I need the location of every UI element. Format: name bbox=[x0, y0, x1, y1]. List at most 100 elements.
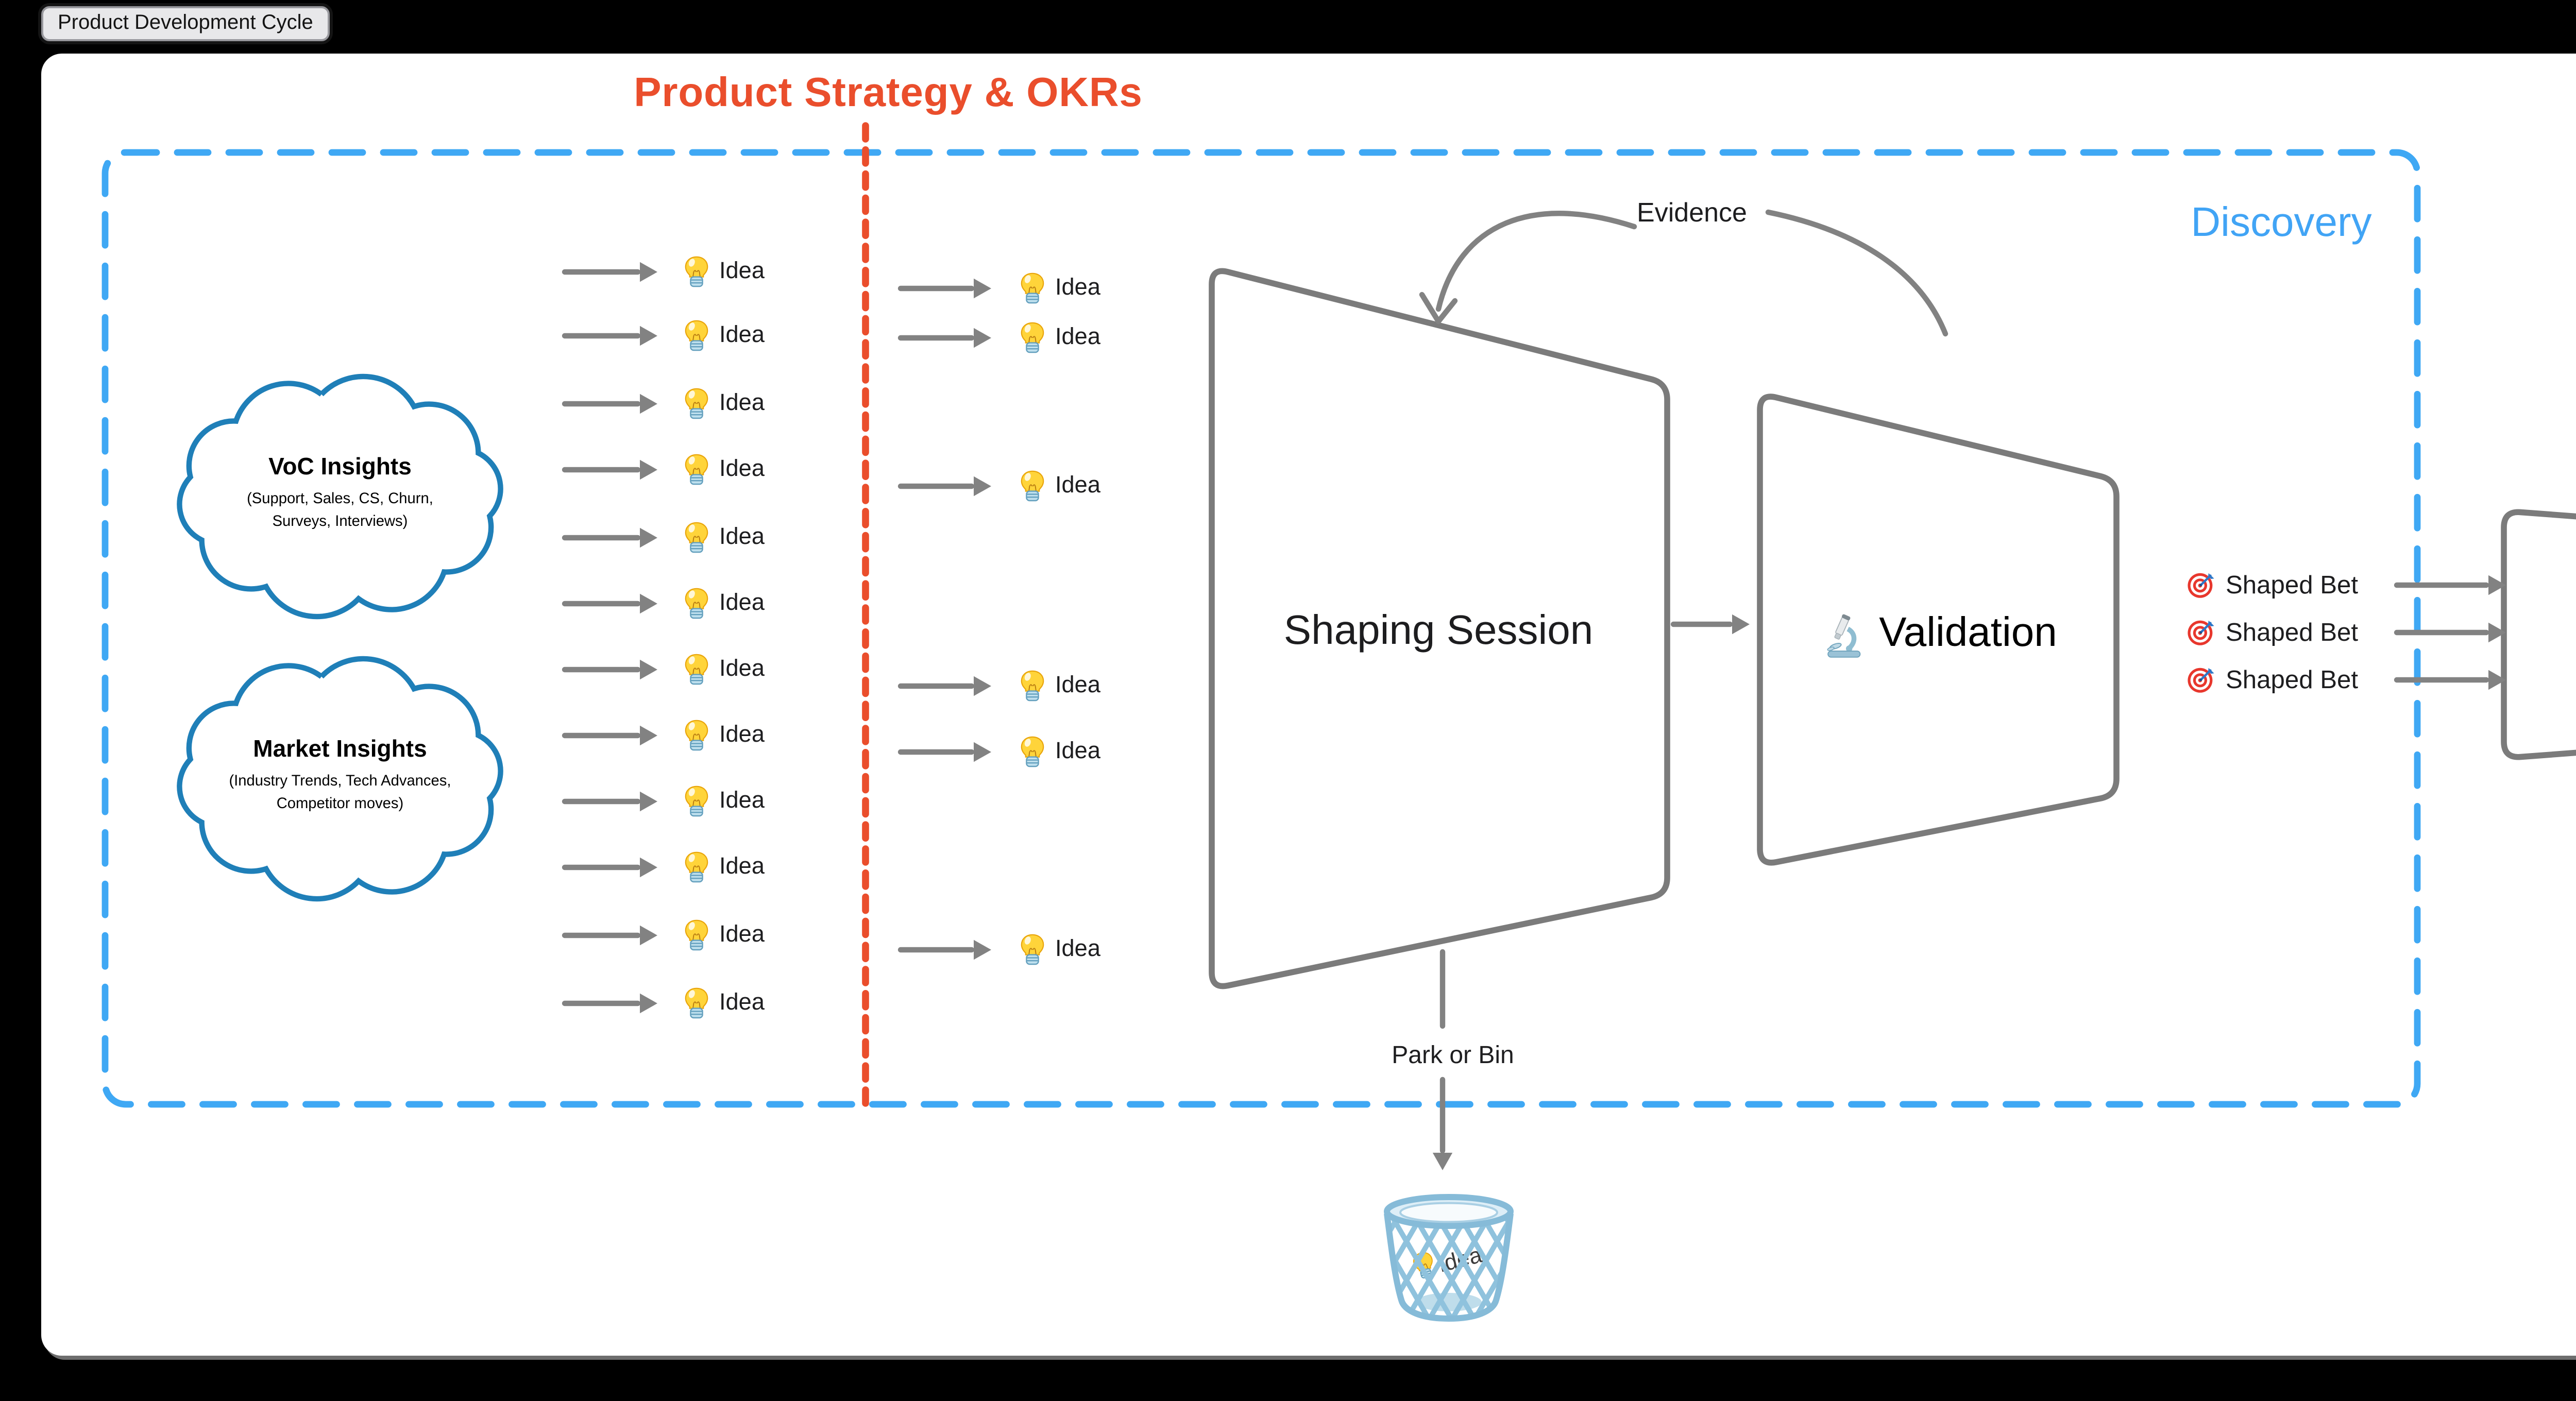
idea-arrow[interactable] bbox=[897, 676, 991, 696]
idea-item[interactable]: Idea bbox=[684, 521, 765, 554]
idea-arrow[interactable] bbox=[897, 278, 991, 299]
shaped-bet-label: Shaped Bet bbox=[2226, 665, 2359, 694]
idea-arrow[interactable] bbox=[897, 328, 991, 348]
idea-item[interactable]: Idea bbox=[684, 255, 765, 288]
idea-item[interactable]: Idea bbox=[684, 387, 765, 420]
idea-item[interactable]: Idea bbox=[684, 987, 765, 1020]
idea-arrow[interactable] bbox=[562, 791, 657, 812]
idea-label: Idea bbox=[1055, 474, 1100, 499]
idea-label: Idea bbox=[719, 525, 765, 550]
idea-arrow[interactable] bbox=[562, 459, 657, 480]
idea-label: Idea bbox=[719, 591, 765, 616]
idea-arrow[interactable] bbox=[562, 725, 657, 746]
idea-item[interactable]: Idea bbox=[1020, 272, 1100, 305]
shaping-to-validation-arrow[interactable] bbox=[1670, 614, 1750, 635]
light-bulb-icon bbox=[684, 987, 709, 1019]
light-bulb-icon bbox=[1020, 670, 1045, 702]
delivery-funnel[interactable] bbox=[2501, 509, 2576, 760]
idea-label: Idea bbox=[1055, 740, 1100, 764]
idea-label: Idea bbox=[719, 723, 765, 748]
idea-label: Idea bbox=[1055, 674, 1100, 698]
light-bulb-icon bbox=[684, 255, 709, 287]
shaped-bet-label: Shaped Bet bbox=[2226, 571, 2359, 600]
voc-insights-label: VoC Insights (Support, Sales, CS, Churn,… bbox=[225, 456, 455, 533]
idea-arrow[interactable] bbox=[897, 742, 991, 762]
validation-label-group[interactable]: Validation bbox=[1821, 611, 2057, 658]
light-bulb-icon bbox=[684, 387, 709, 419]
idea-item[interactable]: Idea bbox=[684, 587, 765, 620]
idea-label: Idea bbox=[719, 923, 765, 948]
idea-label: Idea bbox=[719, 789, 765, 814]
idea-item[interactable]: Idea bbox=[1020, 670, 1100, 703]
idea-item[interactable]: Idea bbox=[684, 719, 765, 752]
voc-insights-cloud[interactable] bbox=[177, 373, 503, 620]
light-bulb-icon bbox=[684, 851, 709, 883]
idea-label: Idea bbox=[719, 657, 765, 682]
light-bulb-icon bbox=[684, 653, 709, 685]
microscope-icon bbox=[1827, 613, 1861, 657]
idea-item[interactable]: Idea bbox=[684, 319, 765, 352]
idea-item[interactable]: Idea bbox=[684, 919, 765, 952]
idea-arrow[interactable] bbox=[897, 939, 991, 960]
park-or-bin-label[interactable]: Park or Bin bbox=[1392, 1040, 1514, 1069]
shaped-bet-arrow[interactable] bbox=[2394, 670, 2506, 690]
idea-item[interactable]: Idea bbox=[1020, 933, 1100, 966]
idea-item[interactable]: Idea bbox=[684, 453, 765, 486]
wastebasket-icon[interactable]: Idea bbox=[1313, 1194, 1568, 1325]
light-bulb-icon bbox=[684, 587, 709, 619]
board-title-tab[interactable]: Product Development Cycle bbox=[41, 6, 330, 41]
light-bulb-icon bbox=[684, 319, 709, 351]
idea-item[interactable]: Idea bbox=[684, 851, 765, 884]
whiteboard-canvas: Idea Product Strategy & OKRs Discovery V… bbox=[41, 54, 2576, 1356]
shaped-bet-item[interactable]: Shaped Bet bbox=[2187, 665, 2358, 694]
idea-label: Idea bbox=[719, 323, 765, 348]
idea-arrow[interactable] bbox=[562, 527, 657, 548]
light-bulb-icon bbox=[1020, 321, 1045, 353]
idea-item[interactable]: Idea bbox=[684, 653, 765, 686]
light-bulb-icon bbox=[684, 919, 709, 951]
idea-arrow[interactable] bbox=[562, 925, 657, 946]
board-title: Product Development Cycle bbox=[58, 12, 313, 35]
voc-title: VoC Insights bbox=[268, 455, 412, 481]
evidence-label[interactable]: Evidence bbox=[1637, 197, 1747, 228]
target-icon bbox=[2187, 618, 2215, 647]
shaped-bet-item[interactable]: Shaped Bet bbox=[2187, 571, 2358, 600]
light-bulb-icon bbox=[684, 521, 709, 553]
idea-label: Idea bbox=[1055, 937, 1100, 962]
light-bulb-icon bbox=[1020, 470, 1045, 502]
shaping-session-funnel[interactable] bbox=[1209, 268, 1670, 989]
idea-label: Idea bbox=[719, 391, 765, 416]
idea-item[interactable]: Idea bbox=[1020, 470, 1100, 503]
idea-label: Idea bbox=[1055, 276, 1100, 301]
idea-label: Idea bbox=[719, 260, 765, 284]
idea-arrow[interactable] bbox=[562, 593, 657, 614]
shaped-bet-arrow[interactable] bbox=[2394, 575, 2506, 595]
idea-item[interactable]: Idea bbox=[1020, 736, 1100, 768]
park-or-bin-arrow[interactable] bbox=[1432, 1077, 1453, 1170]
idea-item[interactable]: Idea bbox=[1020, 321, 1100, 354]
idea-item[interactable]: Idea bbox=[684, 785, 765, 818]
idea-arrow[interactable] bbox=[562, 659, 657, 680]
idea-arrow[interactable] bbox=[562, 326, 657, 346]
market-insights-label: Market Insights (Industry Trends, Tech A… bbox=[227, 738, 453, 815]
market-insights-cloud[interactable] bbox=[177, 656, 503, 902]
discovery-dashed-frame[interactable] bbox=[101, 149, 2421, 1108]
idea-arrow[interactable] bbox=[562, 262, 657, 282]
discovery-label[interactable]: Discovery bbox=[2191, 201, 2372, 246]
shaping-session-label[interactable]: Shaping Session bbox=[1283, 609, 1594, 654]
target-icon bbox=[2187, 665, 2215, 694]
evidence-curve-from-validation[interactable] bbox=[1765, 209, 1948, 337]
idea-arrow[interactable] bbox=[562, 394, 657, 414]
idea-arrow[interactable] bbox=[897, 476, 991, 497]
shaped-bet-arrow[interactable] bbox=[2394, 622, 2506, 643]
idea-arrow[interactable] bbox=[562, 857, 657, 878]
market-title: Market Insights bbox=[253, 738, 427, 763]
idea-label: Idea bbox=[719, 457, 765, 482]
strategy-okrs-title[interactable]: Product Strategy & OKRs bbox=[634, 71, 1143, 116]
idea-arrow[interactable] bbox=[562, 993, 657, 1014]
evidence-curve-to-shaping[interactable] bbox=[1435, 211, 1637, 312]
shaped-bet-item[interactable]: Shaped Bet bbox=[2187, 618, 2358, 647]
validation-funnel[interactable] bbox=[1757, 394, 2120, 866]
market-subtitle: (Industry Trends, Tech Advances, Competi… bbox=[229, 771, 451, 813]
